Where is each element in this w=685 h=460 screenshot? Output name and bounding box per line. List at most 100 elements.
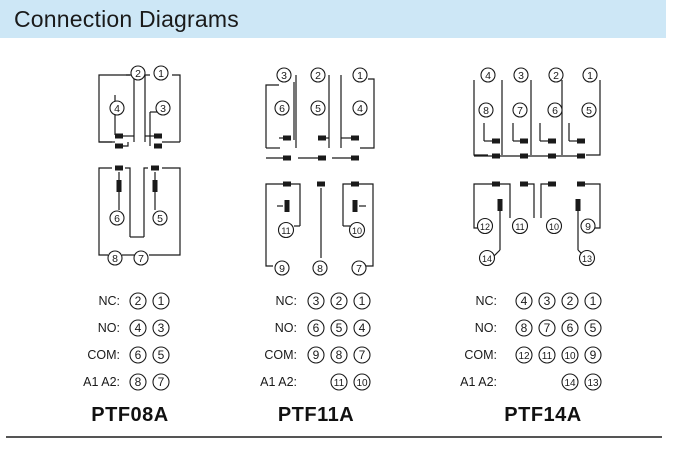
pin-8-label: 8 bbox=[112, 253, 118, 265]
table-pin-number: 9 bbox=[313, 348, 320, 362]
table-pin-number: 9 bbox=[590, 348, 597, 362]
coil-block bbox=[575, 199, 581, 211]
row-label-nc: NC: bbox=[475, 294, 497, 308]
contact-pad bbox=[520, 153, 528, 159]
coil-block bbox=[352, 200, 358, 212]
table-pin-number: 1 bbox=[359, 294, 366, 308]
table-pin-number: 8 bbox=[336, 348, 343, 362]
pin-3-circle bbox=[276, 67, 292, 83]
table-pin-number: 7 bbox=[158, 375, 165, 389]
table-pin-circle bbox=[584, 373, 602, 391]
table-pin-number: 10 bbox=[564, 351, 576, 362]
pin-13-label: 13 bbox=[582, 254, 592, 264]
table-pin-circle bbox=[129, 373, 147, 391]
table-pin-circle bbox=[152, 292, 170, 310]
pin-5-circle bbox=[152, 210, 168, 226]
coil-block bbox=[497, 199, 503, 211]
wire bbox=[98, 167, 112, 256]
table-pin-circle bbox=[353, 373, 371, 391]
table-pin-number: 13 bbox=[587, 378, 599, 389]
pin-9-label: 9 bbox=[585, 221, 591, 233]
table-pin-circle bbox=[561, 292, 579, 310]
table-pin-number: 8 bbox=[135, 375, 142, 389]
bottom-divider bbox=[6, 436, 662, 438]
row-label-no: NO: bbox=[275, 321, 297, 335]
table-pin-number: 4 bbox=[135, 321, 142, 335]
pin-8-circle bbox=[107, 250, 123, 266]
pin-3-circle bbox=[155, 100, 171, 116]
pin-5-label: 5 bbox=[315, 103, 321, 115]
pin-1-label: 1 bbox=[158, 68, 164, 80]
wire bbox=[493, 249, 501, 257]
table-pin-number: 7 bbox=[359, 348, 366, 362]
wire bbox=[265, 183, 283, 267]
table-pin-circle bbox=[561, 373, 579, 391]
contact-pad bbox=[318, 155, 326, 161]
pin-6-label: 6 bbox=[552, 105, 558, 117]
table-pin-number: 4 bbox=[359, 321, 366, 335]
wire bbox=[473, 80, 488, 156]
pin-4-circle bbox=[352, 100, 368, 116]
contact-pad bbox=[318, 135, 326, 141]
table-pin-circle bbox=[515, 292, 533, 310]
pin-11-circle bbox=[277, 221, 295, 239]
wire bbox=[98, 74, 130, 119]
pin-2-circle bbox=[310, 67, 326, 83]
table-pin-circle bbox=[330, 292, 348, 310]
pin-3-circle bbox=[513, 67, 529, 83]
table-pin-number: 1 bbox=[158, 294, 165, 308]
pin-1-circle bbox=[582, 67, 598, 83]
table-pin-circle bbox=[129, 346, 147, 364]
pin-3-label: 3 bbox=[518, 70, 524, 82]
pin-9-label: 9 bbox=[279, 263, 285, 275]
contact-pad bbox=[520, 181, 528, 187]
contact-pad bbox=[577, 181, 585, 187]
pin-4-label: 4 bbox=[114, 103, 120, 115]
contact-pad bbox=[492, 153, 500, 159]
table-pin-circle bbox=[330, 373, 348, 391]
contact-pad bbox=[154, 133, 162, 139]
table-pin-circle bbox=[561, 319, 579, 337]
wire bbox=[143, 167, 148, 237]
pin-5-circle bbox=[310, 100, 326, 116]
contact-pad bbox=[492, 181, 500, 187]
table-pin-circle bbox=[584, 292, 602, 310]
pin-2-circle bbox=[130, 65, 146, 81]
pin-4-label: 4 bbox=[357, 103, 363, 115]
pin-5-label: 5 bbox=[157, 213, 163, 225]
pin-6-circle bbox=[109, 210, 125, 226]
table-pin-circle bbox=[330, 346, 348, 364]
pin-10-label: 10 bbox=[352, 226, 362, 236]
contact-pad bbox=[351, 155, 359, 161]
table-pin-number: 5 bbox=[158, 348, 165, 362]
contact-pad bbox=[520, 138, 528, 144]
table-pin-circle bbox=[353, 346, 371, 364]
table-pin-number: 3 bbox=[158, 321, 165, 335]
pin-6-label: 6 bbox=[279, 103, 285, 115]
table-pin-circle bbox=[129, 292, 147, 310]
pin-2-label: 2 bbox=[135, 68, 141, 80]
wire bbox=[586, 80, 601, 156]
table-pin-number: 10 bbox=[356, 378, 368, 389]
model-title-ptf08a: PTF08A bbox=[91, 404, 168, 426]
table-pin-number: 3 bbox=[544, 294, 551, 308]
wire bbox=[98, 119, 112, 143]
pin-2-circle bbox=[548, 67, 564, 83]
contact-pad bbox=[115, 133, 123, 139]
pin-7-circle bbox=[133, 250, 149, 266]
contact-pad bbox=[317, 181, 325, 187]
row-label-nc: NC: bbox=[275, 294, 297, 308]
row-label-com: COM: bbox=[87, 348, 120, 362]
pin-8-circle bbox=[478, 102, 494, 118]
pin-3-label: 3 bbox=[160, 103, 166, 115]
contact-pad bbox=[577, 153, 585, 159]
table-pin-number: 2 bbox=[567, 294, 574, 308]
pin-8-circle bbox=[312, 260, 328, 276]
wire bbox=[528, 183, 535, 218]
row-label-com: COM: bbox=[464, 348, 497, 362]
contact-pad bbox=[283, 135, 291, 141]
coil-block bbox=[284, 200, 290, 212]
pin-10-circle bbox=[348, 221, 366, 239]
contact-pad bbox=[351, 181, 359, 187]
pin-8-label: 8 bbox=[483, 105, 489, 117]
